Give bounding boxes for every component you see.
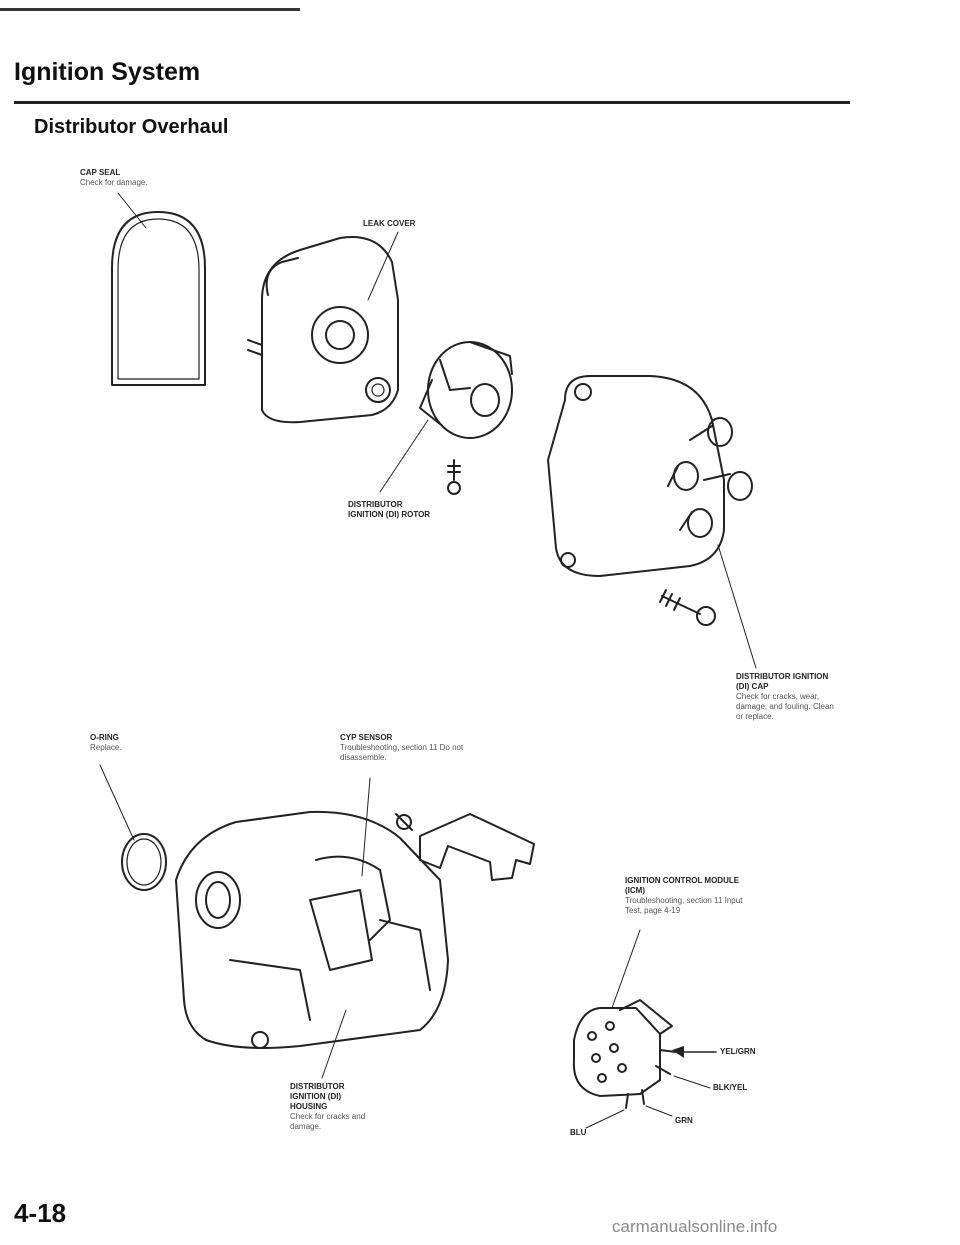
label-leak-cover: LEAK COVER <box>363 219 453 229</box>
page-number: 4-18 <box>14 1198 67 1228</box>
label-wire-blu: BLU <box>570 1128 587 1137</box>
label-o-ring-note: Replace. <box>90 743 122 752</box>
header-rule <box>14 101 850 104</box>
label-o-ring-title: O-RING <box>90 733 119 742</box>
icm-drawing <box>572 999 677 1109</box>
label-cyp-sensor: CYP SENSOR Troubleshooting, section 11 D… <box>340 733 475 763</box>
label-wire-yel-grn: YEL/GRN <box>720 1047 756 1056</box>
label-cap-seal-note: Check for damage. <box>80 178 148 187</box>
label-o-ring: O-RING Replace. <box>90 733 170 753</box>
label-di-cap: DISTRIBUTOR IGNITION (DI) CAP Check for … <box>736 672 836 722</box>
label-di-cap-title: DISTRIBUTOR IGNITION (DI) CAP <box>736 672 829 691</box>
cap-bolt-drawing <box>659 589 716 626</box>
label-cap-seal-title: CAP SEAL <box>80 168 121 177</box>
o-ring-drawing <box>121 833 167 891</box>
watermark-text: carmanualsonline.info <box>612 1217 778 1236</box>
label-rotor-title: DISTRIBUTOR IGNITION (DI) ROTOR <box>348 500 431 519</box>
distributor-cap-drawing <box>547 375 753 577</box>
section-title: Ignition System <box>14 58 201 86</box>
label-icm-title: IGNITION CONTROL MODULE (ICM) <box>625 876 740 895</box>
bracket-drawing <box>395 813 535 881</box>
housing-drawing <box>175 810 449 1049</box>
label-icm-note: Troubleshooting, section 11 Input Test, … <box>625 896 743 915</box>
label-icm: IGNITION CONTROL MODULE (ICM) Troublesho… <box>625 876 755 916</box>
label-wire-blk-yel: BLK/YEL <box>713 1083 748 1092</box>
label-housing-note: Check for cracks and damage. <box>290 1112 366 1131</box>
label-housing-title: DISTRIBUTOR IGNITION (DI) HOUSING <box>290 1082 345 1111</box>
rotor-screw-drawing <box>447 459 461 495</box>
label-leak-cover-title: LEAK COVER <box>363 219 416 228</box>
top-edge-line <box>0 8 300 11</box>
label-di-cap-note: Check for cracks, wear, damage, and foul… <box>736 692 834 721</box>
page-heading: Distributor Overhaul <box>34 116 229 138</box>
label-housing: DISTRIBUTOR IGNITION (DI) HOUSING Check … <box>290 1082 370 1132</box>
label-cap-seal: CAP SEAL Check for damage. <box>80 168 230 188</box>
rotor-drawing <box>419 341 513 439</box>
leak-cover-drawing <box>247 236 399 424</box>
label-cyp-sensor-note: Troubleshooting, section 11 Do not disas… <box>340 743 464 762</box>
label-rotor: DISTRIBUTOR IGNITION (DI) ROTOR <box>348 500 433 520</box>
label-wire-grn: GRN <box>675 1116 693 1125</box>
label-cyp-sensor-title: CYP SENSOR <box>340 733 393 742</box>
cap-seal-drawing <box>111 211 206 386</box>
